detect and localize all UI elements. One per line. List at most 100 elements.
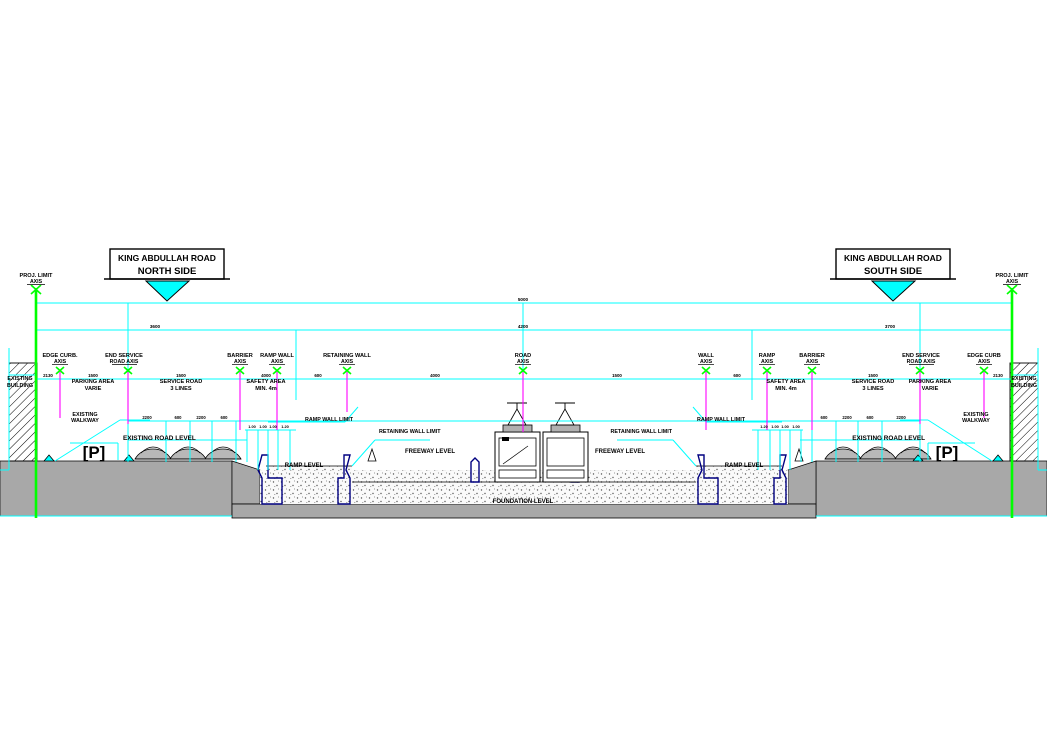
svg-text:EXISTING: EXISTING	[72, 412, 97, 418]
svg-text:ROAD AXIS: ROAD AXIS	[110, 359, 139, 365]
level-existing-road-left: EXISTING ROAD LEVEL	[123, 435, 196, 442]
axis-label-proj-limit-right: PROJ. LIMIT AXIS	[996, 273, 1030, 285]
parking-marker-left: [P]	[83, 443, 106, 462]
project-limit-axes	[34, 288, 1014, 518]
area-label-service-road-right: SERVICE ROAD 3 LINES	[852, 379, 894, 392]
dim-sgr-3: 1.00	[792, 424, 800, 429]
leader-lines	[54, 406, 993, 467]
svg-text:VARIE: VARIE	[922, 386, 939, 392]
dim-sgr-1: 1.00	[771, 424, 779, 429]
svg-text:AXIS: AXIS	[978, 359, 991, 365]
roadside-posts	[43, 447, 1004, 462]
parked-cars-right	[824, 446, 932, 460]
dim-sgr-2: 1.00	[781, 424, 789, 429]
svg-text:PROJ. LIMIT: PROJ. LIMIT	[20, 273, 54, 279]
svg-text:EXISTING: EXISTING	[963, 412, 988, 418]
svg-text:AXIS: AXIS	[341, 359, 354, 365]
dimension-values-group: 5000 3600 4200 3700 2130 1500 1500 4000 …	[43, 297, 1003, 429]
area-label-existing-walkway-left: EXISTING WALKWAY	[71, 412, 99, 424]
svg-text:SAFETY AREA: SAFETY AREA	[246, 379, 285, 385]
dim-row2-left: 3600	[150, 324, 161, 329]
svg-text:AXIS: AXIS	[30, 279, 43, 285]
ground-structure	[0, 460, 1047, 519]
axis-label-barrier-left: BARRIER AXIS	[227, 353, 252, 365]
level-label-group: EXISTING ROAD LEVEL EXISTING ROAD LEVEL …	[123, 417, 925, 505]
area-label-existing-building-left: EXISTING BUILDING	[7, 376, 33, 389]
limit-ramp-wall-left: RAMP WALL LIMIT	[305, 417, 354, 423]
title-box-north: KING ABDULLAH ROAD NORTH SIDE	[104, 248, 230, 302]
svg-text:WALKWAY: WALKWAY	[962, 418, 990, 424]
axis-label-group: PROJ. LIMIT AXIS EDGE CURB. AXIS END SER…	[20, 273, 1030, 365]
svg-text:BUILDING: BUILDING	[7, 383, 33, 389]
dim-r4r-2: 600	[867, 415, 875, 420]
svg-text:AXIS: AXIS	[1006, 279, 1019, 285]
svg-text:AXIS: AXIS	[806, 359, 819, 365]
dim-overall-top: 5000	[518, 297, 529, 302]
axis-cross-markers	[30, 284, 1018, 375]
area-label-group: EXISTING BUILDING PARKING AREA VARIE SER…	[7, 376, 1037, 424]
area-label-service-road-left: SERVICE ROAD 3 LINES	[160, 379, 202, 392]
title-box-south: KING ABDULLAH ROAD SOUTH SIDE	[830, 248, 956, 302]
dim-r3-0: 2130	[43, 373, 53, 378]
svg-text:END SERVICE: END SERVICE	[105, 353, 143, 359]
dim-sgl-2: 1.00	[269, 424, 277, 429]
svg-text:SERVICE ROAD: SERVICE ROAD	[160, 379, 202, 385]
dim-r3-9: 2130	[993, 373, 1003, 378]
axis-label-ramp-right: RAMP AXIS	[759, 353, 776, 365]
area-label-parking-area-left: PARKING AREA VARIE	[72, 379, 115, 392]
tram-vehicle-right	[542, 402, 589, 483]
title-south-line1: KING ABDULLAH ROAD	[844, 253, 942, 263]
title-north-line2: NORTH SIDE	[138, 266, 197, 277]
level-freeway-left: FREEWAY LEVEL	[405, 449, 455, 455]
dim-r4l-0: 2200	[142, 415, 152, 420]
tram-vehicle-left	[494, 402, 541, 483]
dim-row2-center: 4200	[518, 324, 529, 329]
svg-text:PROJ. LIMIT: PROJ. LIMIT	[996, 273, 1030, 279]
svg-text:WALKWAY: WALKWAY	[71, 418, 99, 424]
dim-r4l-1: 600	[175, 415, 183, 420]
svg-text:BUILDING: BUILDING	[1011, 383, 1037, 389]
svg-text:PARKING AREA: PARKING AREA	[72, 379, 115, 385]
dim-sgl-1: 1.00	[259, 424, 267, 429]
svg-text:ROAD AXIS: ROAD AXIS	[907, 359, 936, 365]
axis-tick-lines	[59, 372, 985, 432]
title-north-line1: KING ABDULLAH ROAD	[118, 253, 216, 263]
svg-text:AXIS: AXIS	[700, 359, 713, 365]
dim-r3-2: 1500	[176, 373, 186, 378]
axis-label-edge-curb-left: EDGE CURB. AXIS	[42, 353, 78, 365]
axis-label-road-center: ROAD AXIS	[515, 353, 531, 365]
dim-sgl-3: 1.20	[281, 424, 289, 429]
dim-r4r-0: 600	[821, 415, 829, 420]
svg-text:AXIS: AXIS	[271, 359, 284, 365]
svg-text:MIN. 4m: MIN. 4m	[255, 386, 276, 392]
axis-label-proj-limit-left: PROJ. LIMIT AXIS	[20, 273, 54, 285]
dim-r3-5: 4000	[430, 373, 440, 378]
svg-text:MIN. 4m: MIN. 4m	[775, 386, 796, 392]
svg-text:RETAINING WALL: RETAINING WALL	[323, 353, 371, 359]
svg-text:AXIS: AXIS	[234, 359, 247, 365]
dim-sgl-0: 1.00	[248, 424, 256, 429]
svg-text:3 LINES: 3 LINES	[862, 386, 883, 392]
dim-sgr-0: 1.20	[760, 424, 768, 429]
dim-r3-4: 600	[314, 373, 322, 378]
area-label-existing-building-right: EXISTING BUILDING	[1011, 376, 1037, 389]
dim-r4l-3: 600	[221, 415, 229, 420]
axis-label-ramp-wall-left: RAMP WALL AXIS	[260, 353, 294, 365]
svg-text:VARIE: VARIE	[85, 386, 102, 392]
dim-r3-8: 1500	[868, 373, 878, 378]
svg-text:EDGE CURB.: EDGE CURB.	[42, 353, 78, 359]
axis-label-retaining-wall-left: RETAINING WALL AXIS	[323, 353, 371, 365]
title-south-line2: SOUTH SIDE	[864, 266, 922, 277]
axis-label-edge-curb-right: EDGE CURB AXIS	[967, 353, 1001, 365]
svg-text:SERVICE ROAD: SERVICE ROAD	[852, 379, 894, 385]
dim-r3-3: 4000	[261, 373, 271, 378]
parked-cars-left	[134, 446, 242, 460]
level-freeway-right: FREEWAY LEVEL	[595, 449, 645, 455]
parking-marker-right: [P]	[936, 443, 959, 462]
svg-text:AXIS: AXIS	[761, 359, 774, 365]
svg-text:AXIS: AXIS	[517, 359, 530, 365]
svg-text:BARRIER: BARRIER	[227, 353, 252, 359]
level-existing-road-right: EXISTING ROAD LEVEL	[852, 435, 925, 442]
dim-r4r-1: 2200	[842, 415, 852, 420]
